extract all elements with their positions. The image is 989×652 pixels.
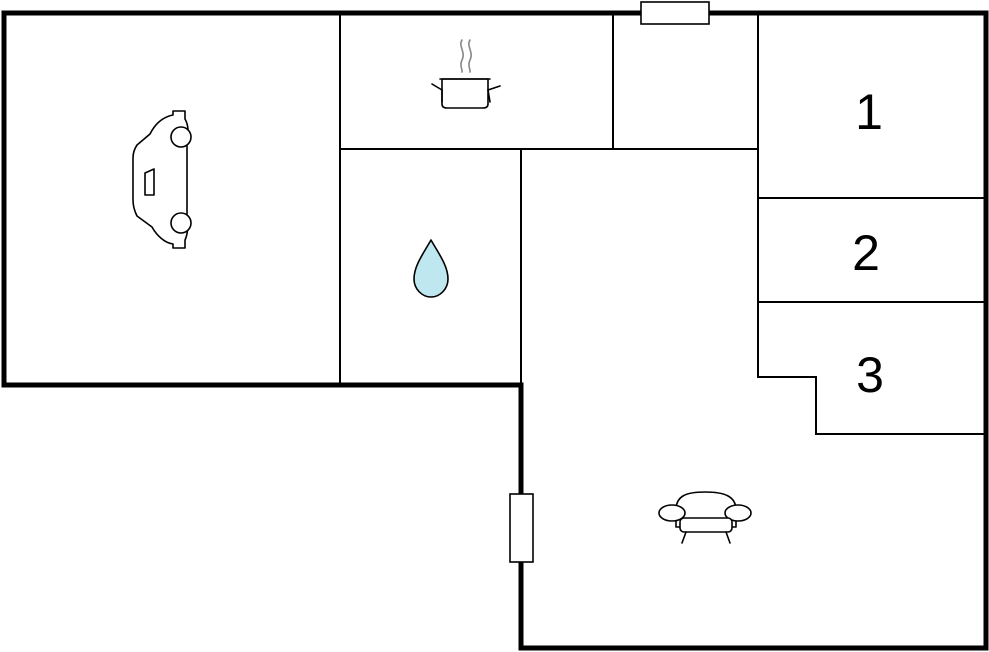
outer-wall <box>1 10 989 651</box>
car-icon <box>132 110 192 249</box>
cooking-pot-icon <box>431 39 501 109</box>
window-left <box>509 493 534 563</box>
room-label-2: 2 <box>852 225 880 281</box>
sofa-icon <box>658 491 752 544</box>
water-drop-icon <box>413 239 449 298</box>
room-label-1: 1 <box>855 84 883 140</box>
room-label-3: 3 <box>856 347 884 403</box>
window-top <box>640 1 710 25</box>
interior-walls <box>339 12 987 435</box>
